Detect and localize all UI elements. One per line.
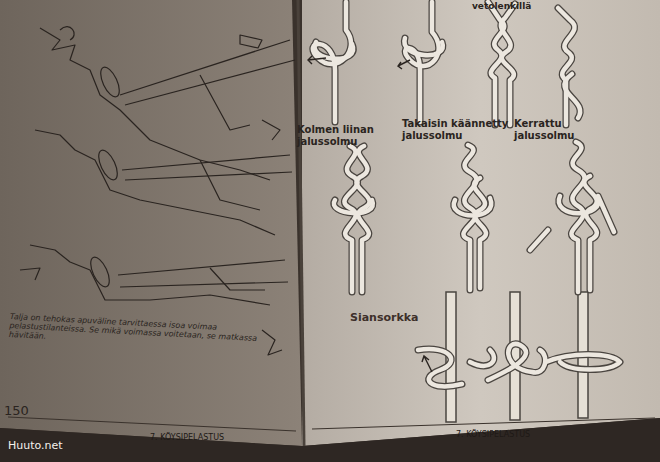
running-footer: 7. KÖYSIPELASTUS bbox=[150, 433, 270, 442]
knot-caption: Siansorkka bbox=[350, 312, 440, 325]
page-number: 150 bbox=[4, 404, 44, 419]
body-text: Talja on tehokas apuväline tarvittaessa … bbox=[9, 312, 292, 354]
knot-caption: Kolmen liinan jalussolmu bbox=[297, 124, 379, 147]
watermark: Huuto.net bbox=[8, 440, 88, 453]
knot-caption: Kerrattu jalussolmu bbox=[514, 118, 594, 141]
knot-caption: vetolenkillä bbox=[472, 1, 562, 11]
running-footer: 7. KÖYSIPELASTUS bbox=[456, 430, 576, 439]
knot-caption: Takaisin käännetty jalussolmu bbox=[402, 118, 512, 141]
